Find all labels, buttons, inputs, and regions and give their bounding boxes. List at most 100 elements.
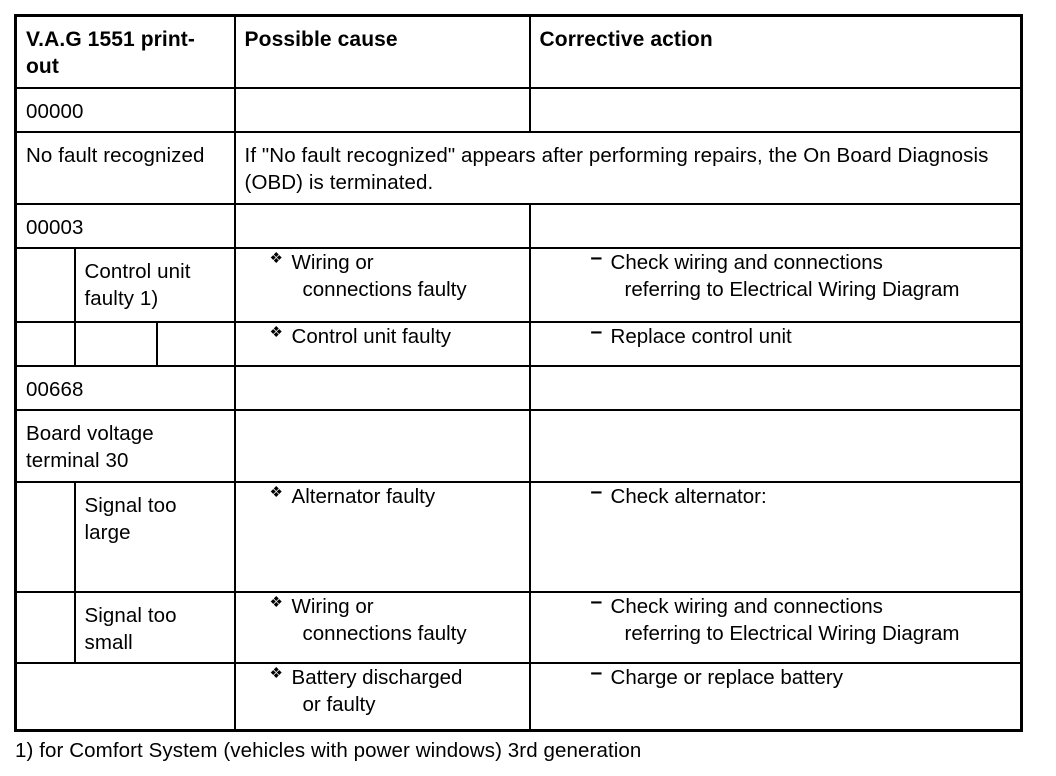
cell-action-list: – Check alternator:	[528, 480, 1023, 593]
dash-marker-icon: –	[590, 479, 603, 503]
cell-cause-empty	[233, 86, 531, 134]
fault-code-table: V.A.G 1551 print-out Possible cause Corr…	[14, 14, 1024, 732]
cell-sub-label: Control unit faulty 1)	[73, 246, 236, 323]
fault-code-value: 00003	[26, 215, 84, 239]
cell-cause-list: ❖ Wiring or connections faulty	[233, 246, 531, 323]
cell-printout-code: 00003	[14, 202, 236, 249]
cell-action-empty	[528, 86, 1023, 134]
cell-cause-empty	[233, 364, 531, 412]
list-item: ❖ Alternator faulty	[270, 483, 529, 510]
table-row: ❖ Control unit faulty – Replace control …	[14, 320, 1023, 367]
span-note-text: If "No fault recognized" appears after p…	[244, 144, 989, 195]
cause-bullet-list: ❖ Alternator faulty	[236, 483, 529, 510]
cell-cause-list: ❖ Control unit faulty	[233, 320, 531, 367]
cell-action-list: – Replace control unit	[528, 320, 1023, 367]
table-row: Signal too small ❖ Wiring or connections…	[14, 590, 1023, 664]
list-item: – Charge or replace battery	[591, 661, 1021, 691]
dash-text: Check wiring and connections referring t…	[610, 594, 960, 645]
table-row: 00003	[14, 202, 1023, 249]
list-item: ❖ Control unit faulty	[270, 323, 529, 350]
bullet-text: Wiring or connections faulty	[291, 594, 467, 645]
diamond-bullet-icon: ❖	[269, 593, 283, 611]
bullet-text: Battery discharged or faulty	[291, 666, 463, 717]
cell-indent-spacer	[14, 480, 76, 593]
cell-action-list: – Charge or replace battery	[528, 661, 1023, 731]
table-row: Board voltage terminal 30	[14, 409, 1023, 483]
table-row: 00668	[14, 364, 1023, 412]
list-item: – Replace control unit	[591, 320, 1021, 350]
dash-marker-icon: –	[590, 661, 603, 684]
dash-text: Check wiring and connections referring t…	[610, 250, 960, 301]
dash-text: Check alternator:	[610, 484, 767, 508]
diamond-bullet-icon: ❖	[269, 665, 283, 682]
cell-indent-spacer-wide	[14, 662, 236, 731]
bullet-text: Wiring or connections faulty	[291, 250, 467, 301]
cell-indent-spacer	[14, 590, 76, 664]
cell-sub-label: Signal too small	[73, 590, 236, 664]
table-row: Control unit faulty 1) ❖ Wiring or conne…	[14, 246, 1023, 323]
header-label-action: Corrective action	[539, 28, 713, 51]
list-item: – Check wiring and connections referring…	[591, 246, 1021, 304]
header-cell-printout: V.A.G 1551 print-out	[14, 14, 236, 89]
table-row: 00000	[14, 86, 1023, 134]
list-item: – Check wiring and connections referring…	[591, 590, 1021, 648]
table-row: Signal too large ❖ Alternator faulty	[14, 480, 1023, 593]
action-dash-list: – Replace control unit	[531, 320, 1021, 350]
bullet-text: Control unit faulty	[291, 324, 452, 348]
cell-cause-list: ❖ Wiring or connections faulty	[233, 590, 531, 664]
list-item: ❖ Battery discharged or faulty	[270, 664, 529, 719]
table-row: ❖ Battery discharged or faulty –	[14, 661, 1023, 731]
cell-printout-description: Board voltage terminal 30	[14, 409, 236, 483]
dash-text: Replace control unit	[610, 324, 792, 348]
cause-bullet-list: ❖ Battery discharged or faulty	[236, 664, 529, 719]
cell-cause-list: ❖ Battery discharged or faulty	[233, 662, 531, 731]
diamond-bullet-icon: ❖	[269, 249, 283, 267]
dash-marker-icon: –	[590, 245, 603, 269]
cell-span-note: If "No fault recognized" appears after p…	[233, 131, 1023, 205]
cell-printout-description: No fault recognized	[14, 131, 236, 205]
cell-action-empty	[528, 202, 1023, 249]
cell-printout-code: 00000	[14, 86, 236, 134]
sub-label-text: Signal too large	[84, 493, 177, 544]
table-row: No fault recognized If "No fault recogni…	[14, 131, 1023, 205]
list-item: – Check alternator:	[591, 480, 1021, 510]
diamond-bullet-icon: ❖	[269, 483, 283, 501]
list-item: ❖ Wiring or connections faulty	[270, 593, 529, 648]
fault-code-value: 00000	[26, 99, 84, 123]
cause-bullet-list: ❖ Control unit faulty	[236, 323, 529, 350]
cell-sub-label: Signal too large	[73, 480, 236, 593]
fault-description-text: No fault recognized	[26, 144, 205, 167]
cell-action-empty	[528, 364, 1023, 412]
list-item: ❖ Wiring or connections faulty	[270, 249, 529, 304]
cause-bullet-list: ❖ Wiring or connections faulty	[236, 249, 529, 304]
cell-printout-code: 00668	[14, 364, 236, 412]
header-label-cause: Possible cause	[244, 28, 398, 51]
action-dash-list: – Check wiring and connections referring…	[531, 590, 1021, 648]
cell-indent-spacer-3	[155, 320, 236, 367]
cell-cause-empty	[233, 202, 531, 249]
bullet-text: Alternator faulty	[291, 484, 436, 508]
sub-label-text: Control unit faulty 1)	[84, 259, 191, 310]
cell-action-list: – Check wiring and connections referring…	[528, 590, 1023, 664]
cell-cause-empty	[233, 409, 531, 483]
header-cell-cause: Possible cause	[233, 14, 531, 89]
fault-description-text: Board voltage terminal 30	[26, 422, 154, 473]
action-dash-list: – Check alternator:	[531, 480, 1021, 510]
cell-indent-spacer	[14, 246, 76, 323]
fault-code-value: 00668	[26, 377, 84, 401]
cause-bullet-list: ❖ Wiring or connections faulty	[236, 593, 529, 648]
cell-action-list: – Check wiring and connections referring…	[528, 246, 1023, 323]
header-label-printout: V.A.G 1551 print-out	[26, 28, 195, 78]
action-dash-list: – Check wiring and connections referring…	[531, 246, 1021, 304]
cell-cause-list: ❖ Alternator faulty	[233, 480, 531, 593]
dash-marker-icon: –	[590, 589, 603, 613]
cell-indent-spacer-2	[73, 320, 158, 367]
dash-text: Charge or replace battery	[610, 666, 843, 689]
cell-indent-spacer	[14, 320, 76, 367]
action-dash-list: – Charge or replace battery	[531, 661, 1021, 691]
table-header-row: V.A.G 1551 print-out Possible cause Corr…	[14, 14, 1023, 89]
header-cell-action: Corrective action	[528, 14, 1023, 89]
dash-marker-icon: –	[590, 319, 603, 343]
cell-action-empty	[528, 409, 1023, 483]
footnote-text: 1) for Comfort System (vehicles with pow…	[15, 739, 642, 762]
